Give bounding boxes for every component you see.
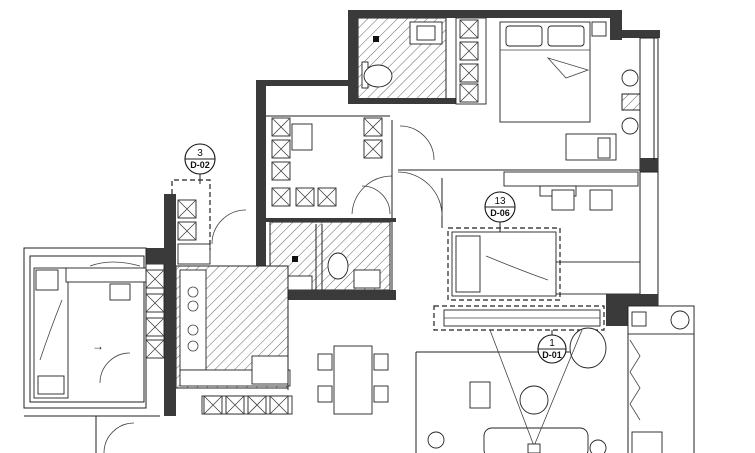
door-swing bbox=[399, 125, 435, 161]
callout-1-number: 1 bbox=[549, 338, 555, 349]
chair-2 bbox=[589, 189, 613, 211]
dining-chair-2 bbox=[317, 385, 333, 403]
dining-chair bbox=[317, 353, 333, 371]
dining-chair-3 bbox=[373, 353, 389, 371]
master-bedroom bbox=[499, 21, 655, 161]
callout-13-number: 13 bbox=[494, 196, 506, 207]
wall-bath2-bottom bbox=[256, 290, 396, 300]
callout-13[interactable]: 13 D-06 bbox=[484, 191, 516, 232]
left-bedroom: → bbox=[23, 247, 160, 453]
second-bedroom bbox=[397, 169, 659, 326]
wall-hall-top bbox=[256, 80, 350, 86]
armchair-icon bbox=[519, 385, 549, 415]
desk bbox=[565, 133, 617, 161]
bed-callout-box bbox=[447, 227, 561, 301]
toilet-icon-2 bbox=[327, 252, 349, 280]
kitchen bbox=[164, 194, 291, 416]
callout-3[interactable]: 3 D-02 bbox=[184, 143, 216, 184]
stove-burner-icon bbox=[187, 286, 199, 298]
bed-icon-2 bbox=[451, 231, 557, 297]
door-swing-2 bbox=[361, 185, 391, 215]
shower-drain-icon bbox=[292, 256, 298, 262]
plant-icon bbox=[621, 69, 639, 87]
wall-bed2-right bbox=[639, 171, 659, 309]
floor-drain-icon bbox=[373, 36, 379, 42]
sink-basin-icon-2 bbox=[187, 340, 199, 352]
plant-icon-2 bbox=[621, 117, 639, 135]
bed-icon bbox=[499, 21, 591, 123]
dining-area bbox=[317, 345, 389, 415]
master-bathroom bbox=[348, 10, 458, 104]
wall-kitchen-left bbox=[164, 194, 176, 416]
storage-room bbox=[271, 117, 393, 290]
side-table bbox=[469, 381, 491, 409]
wall-bed2-bottom bbox=[606, 294, 658, 306]
door-swing-3 bbox=[103, 422, 135, 453]
wall-kitchen-bottom bbox=[164, 404, 176, 416]
sink-basin-icon bbox=[187, 324, 199, 336]
wall-top-right bbox=[610, 10, 622, 40]
callout-3-sheet: D-02 bbox=[190, 160, 210, 170]
callout-1-sheet: D-01 bbox=[542, 350, 562, 360]
callout-1[interactable]: 1 D-01 bbox=[537, 330, 567, 364]
sink-icon bbox=[409, 21, 443, 45]
stove-burner-icon-2 bbox=[187, 300, 199, 312]
wall-right-col bbox=[639, 37, 659, 173]
lamp-icon bbox=[427, 431, 445, 449]
toilet-icon bbox=[361, 61, 393, 89]
dining-table bbox=[333, 345, 373, 415]
pantry-cabinets bbox=[145, 248, 293, 415]
tv-cabinet bbox=[433, 305, 605, 331]
wall-top-right-2 bbox=[620, 30, 660, 38]
fridge bbox=[251, 355, 289, 385]
wall-hall-mid bbox=[256, 80, 266, 310]
wall-top-master bbox=[456, 10, 616, 18]
chair bbox=[551, 189, 575, 211]
balcony bbox=[627, 305, 695, 453]
nightstand bbox=[591, 21, 607, 37]
lamp-icon-2 bbox=[589, 439, 607, 453]
callout-13-sheet: D-06 bbox=[490, 208, 510, 218]
armchair-2 bbox=[569, 327, 607, 369]
radiator bbox=[621, 93, 641, 111]
dashed-door-frame bbox=[171, 179, 211, 250]
living-area bbox=[415, 327, 607, 453]
callout-3-number: 3 bbox=[197, 148, 203, 159]
arrow-icon: → bbox=[92, 339, 104, 353]
dining-chair-4 bbox=[373, 385, 389, 403]
wardrobe-column bbox=[455, 17, 487, 105]
wall-right-pillar bbox=[640, 158, 658, 172]
